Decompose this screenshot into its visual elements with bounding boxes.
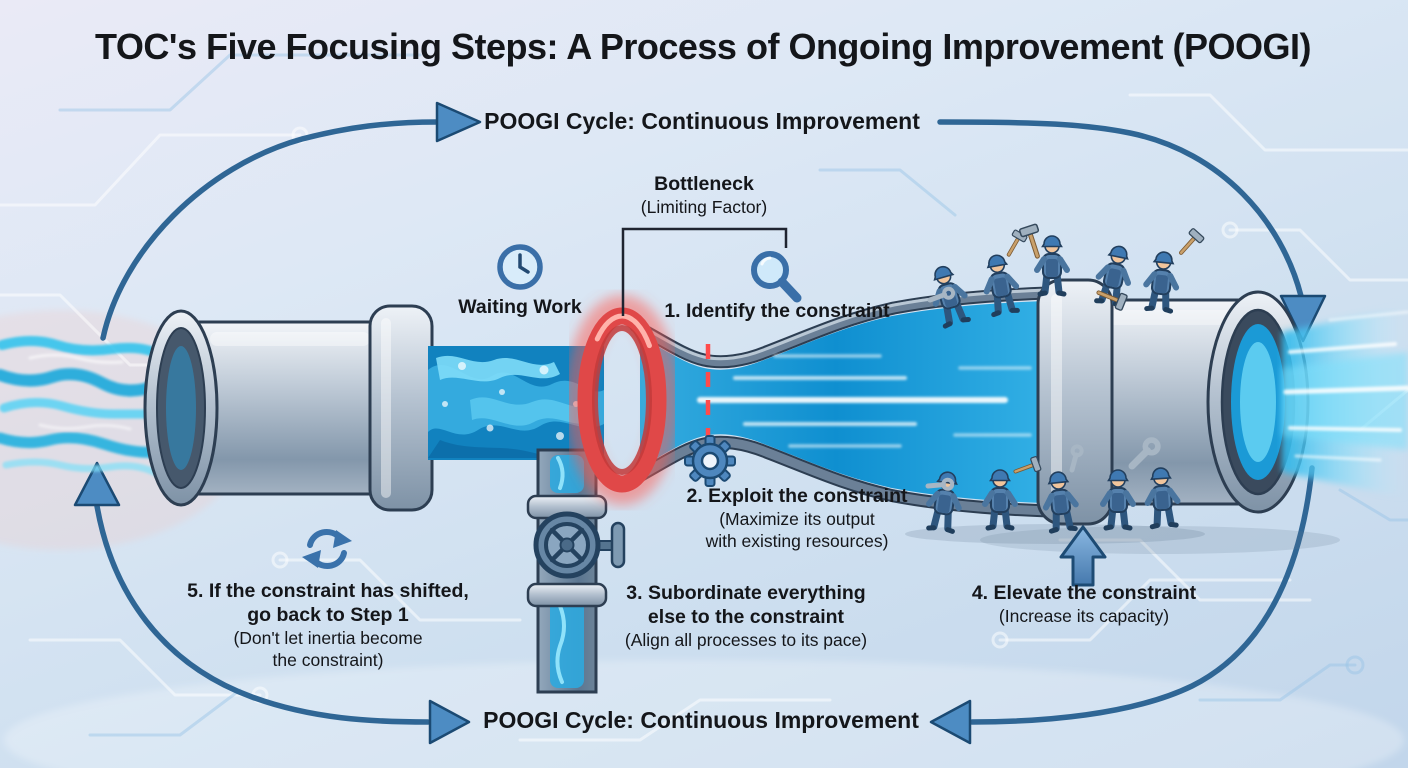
venturi-flow [629,286,1075,518]
step-1-label: 1. Identify the constraint [664,300,890,322]
step-2-subtext-line1: (Maximize its output [719,509,875,529]
step-5-title-line1: 5. If the constraint has shifted, [187,580,469,602]
bottleneck-callout: Bottleneck (Limiting Factor) [641,172,767,218]
diagram-title: TOC's Five Focusing Steps: A Process of … [95,26,1311,67]
bottleneck-label: Bottleneck [654,173,754,195]
valve-branch [526,448,626,694]
step-5-subtext-line1: (Don't let inertia become [233,628,423,648]
valve-wheel-icon [533,511,626,579]
arrowhead-left-bottom-icon [929,699,972,745]
step-3-title-line2: else to the constraint [647,606,845,628]
step-2-label: 2. Exploit the constraint (Maximize its … [686,484,907,552]
arrowhead-up-left-icon [73,461,121,507]
cycle-curve-bottom-right [969,465,1315,725]
step-2-subtext-line2: with existing resources) [705,531,889,551]
cycle-curve-top-left [100,119,440,341]
bottleneck-bracket [621,227,788,316]
cycle-icon [302,528,352,570]
step-3-label: 3. Subordinate everything else to the co… [625,581,867,651]
cycle-curve-bottom-left [94,503,431,725]
step-5-subtext-line2: the constraint) [272,650,384,670]
inlet-pipe [143,304,434,512]
arrowhead-right-bottom-icon [428,699,471,745]
inflow-water [0,336,167,477]
step-3-title-line1: 3. Subordinate everything [626,582,866,604]
cycle-curve-top-right [937,119,1304,299]
bottleneck-sublabel: (Limiting Factor) [640,197,768,217]
arrowhead-right-top-icon [435,101,482,143]
clock-icon [497,244,543,290]
step-2-title: 2. Exploit the constraint [686,485,908,507]
step-4-label: 4. Elevate the constraint (Increase its … [972,581,1196,627]
step-4-subtext: (Increase its capacity) [998,606,1170,626]
magnifier-icon [751,251,802,303]
waiting-work-label: Waiting Work [458,296,582,318]
step-5-title-line2: go back to Step 1 [247,604,409,626]
step-5-label: 5. If the constraint has shifted, go bac… [187,579,469,671]
step-4-title: 4. Elevate the constraint [971,582,1197,604]
circuit-pattern [0,53,1408,742]
step-3-subtext: (Align all processes to its pace) [624,630,868,650]
poogi-cycle-top-label: POOGI Cycle: Continuous Improvement [484,108,920,134]
gear-icon [684,435,736,487]
cycle-arrows [73,101,1327,745]
water-jet [1282,306,1408,498]
bottleneck-ring [565,295,679,505]
poogi-cycle-bottom-label: POOGI Cycle: Continuous Improvement [483,707,919,733]
up-arrow-icon [1059,525,1107,587]
workers-bottom [905,440,1205,544]
